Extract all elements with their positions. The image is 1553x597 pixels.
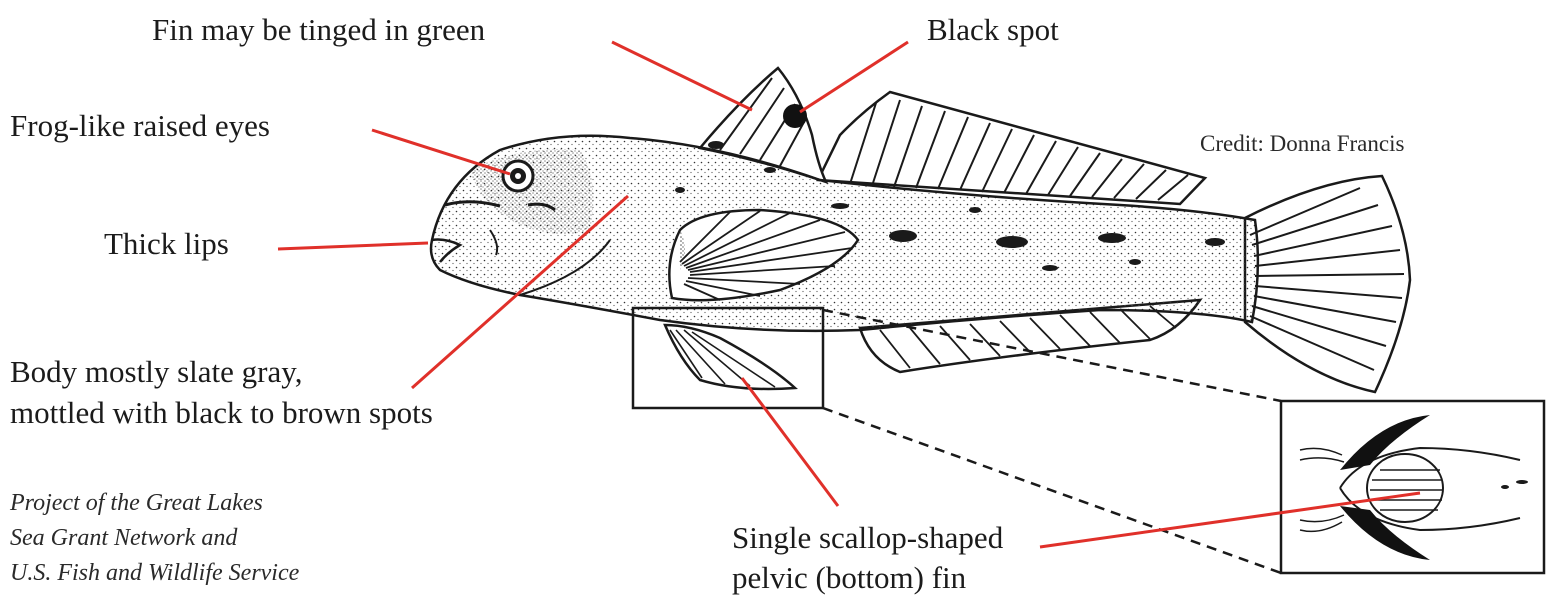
label-black-spot: Black spot — [927, 12, 1059, 48]
label-thick-lips: Thick lips — [104, 226, 229, 262]
eye-mark — [503, 161, 533, 191]
tail-fin — [1245, 176, 1410, 392]
project-line1: Project of the Great Lakes — [10, 486, 263, 521]
project-line3: U.S. Fish and Wildlife Service — [10, 556, 299, 591]
leader-frog-eyes — [372, 130, 510, 174]
leader-thick-lips — [278, 243, 428, 249]
label-pelvic-line2: pelvic (bottom) fin — [732, 560, 966, 596]
label-frog-eyes: Frog-like raised eyes — [10, 108, 270, 144]
label-body-line1: Body mostly slate gray, — [10, 354, 302, 390]
label-fin-green: Fin may be tinged in green — [152, 12, 485, 48]
inset-bottom-view — [1281, 401, 1544, 573]
leader-fin-green — [612, 42, 752, 110]
label-body-line2: mottled with black to brown spots — [10, 395, 433, 431]
black-spot-mark — [783, 104, 807, 128]
project-line2: Sea Grant Network and — [10, 521, 237, 556]
pelvic-fin — [665, 325, 795, 389]
label-pelvic-line1: Single scallop-shaped — [732, 520, 1003, 556]
credit-text: Credit: Donna Francis — [1200, 131, 1404, 157]
